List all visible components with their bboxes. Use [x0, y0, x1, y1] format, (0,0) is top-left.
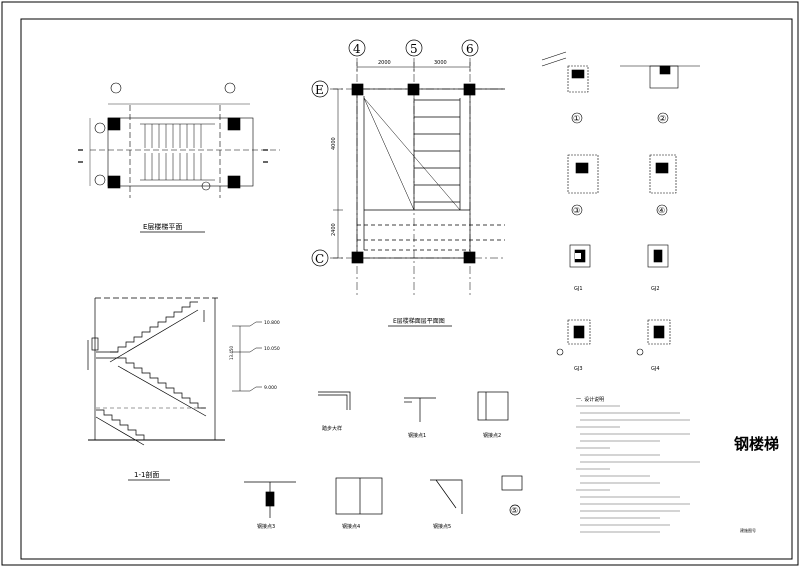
axis-label-row-e: E [315, 83, 324, 97]
dim-left-2: 2400 [331, 223, 337, 236]
axis-label-row-c: C [315, 252, 324, 266]
gj4-label: GJ4 [651, 366, 660, 372]
plan-large-caption: E层楼梯面层平面图 [393, 317, 445, 325]
detail-5-mark: ⑤ [511, 506, 518, 515]
node-3-caption: 钢接点3 [257, 523, 275, 530]
level-3: 9.000 [264, 385, 277, 391]
node-2-caption: 钢接点2 [483, 432, 501, 439]
section-caption: 1-1剖面 [134, 470, 159, 479]
section-view [87, 297, 262, 446]
level-2: 10.050 [264, 346, 280, 352]
detail-2-mark: ② [659, 114, 666, 123]
detail-1-mark: ① [573, 114, 580, 123]
node-1-caption: 钢接点1 [408, 432, 426, 439]
drawing-title: 钢楼梯 [734, 435, 779, 453]
plan-large [311, 39, 505, 295]
detail-3-mark: ③ [573, 206, 580, 215]
detail-4-mark: ④ [658, 206, 665, 215]
node-5-caption: 钢接点5 [433, 523, 451, 530]
gj3-label: GJ3 [574, 366, 583, 372]
title-block-note: 建施图号 [740, 527, 756, 533]
axis-label-col-4: 4 [353, 42, 361, 56]
gj2-label: GJ2 [651, 286, 660, 292]
axis-label-col-6: 6 [466, 42, 474, 56]
gj1-label: GJ1 [574, 286, 583, 292]
level-4: 13.450 [229, 346, 234, 360]
details-group [541, 51, 700, 356]
step-caption: 踏步大样 [322, 425, 342, 432]
plan-small [78, 82, 280, 198]
axis-label-col-5: 5 [410, 42, 418, 56]
inner-border [20, 18, 793, 560]
dim-left-1: 4000 [331, 137, 337, 150]
dim-top-1: 2000 [378, 60, 391, 66]
notes-block [576, 405, 700, 533]
node-details [244, 391, 523, 518]
level-1: 10.800 [264, 320, 280, 326]
notes-title: 一. 设计说明 [576, 396, 604, 403]
plan-small-caption: E层楼梯平面 [143, 222, 182, 231]
node-4-caption: 钢接点4 [342, 523, 360, 530]
dim-top-2: 3000 [434, 60, 447, 66]
